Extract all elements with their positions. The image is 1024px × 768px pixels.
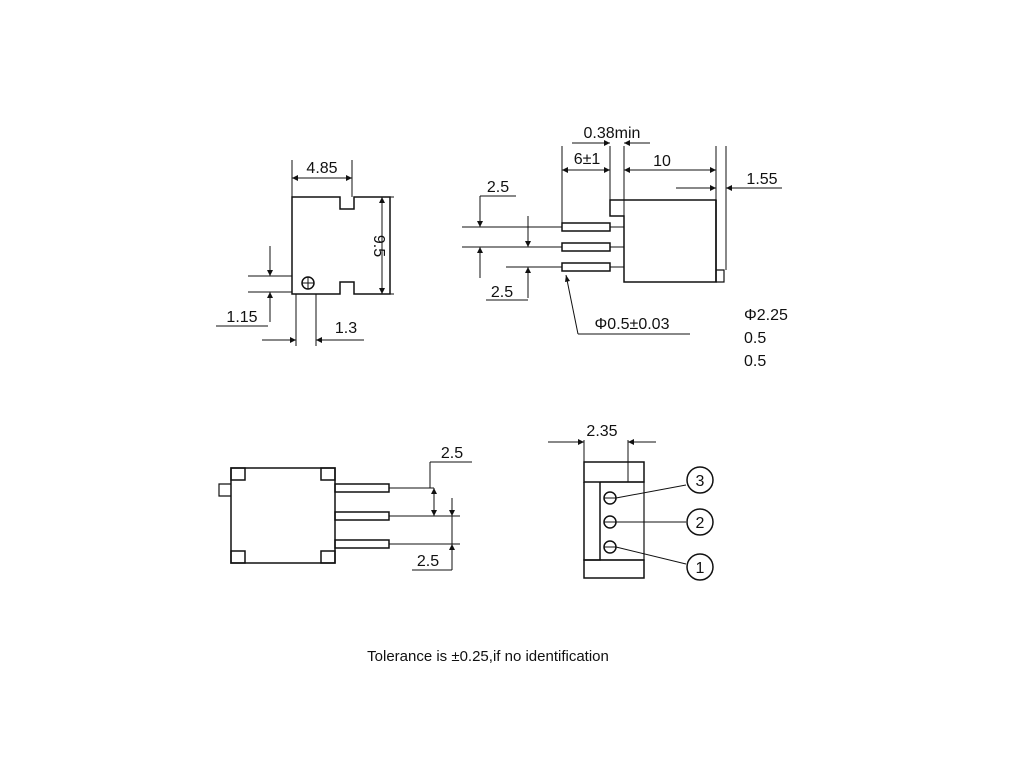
end-top-block	[583, 461, 645, 483]
pin-label-circle-1	[686, 553, 714, 581]
side-hole-diameter-label: Φ2.25	[744, 307, 788, 324]
side-pin-bottom	[561, 262, 611, 272]
side-pitch-bottom-label: 2.5	[491, 284, 513, 301]
end-bottom-block	[583, 559, 645, 579]
pin-number-1: 1	[696, 560, 705, 577]
side-body-outline	[609, 199, 717, 283]
pin-label-circle-2	[686, 508, 714, 536]
side-body-length-label: 10	[653, 153, 671, 170]
side-pin-top	[561, 222, 611, 232]
pin-number-3: 3	[696, 473, 705, 490]
side-pin-length-label: 6±1	[574, 151, 601, 168]
front-offset-vertical-label: 1.15	[226, 309, 257, 326]
top-pin-1	[334, 483, 390, 493]
side-clearance-label: 0.38min	[584, 125, 641, 142]
side-extra-label-1: 0.5	[744, 330, 766, 347]
pin-number-2: 2	[696, 515, 705, 532]
end-view	[548, 439, 714, 581]
end-width-label: 2.35	[586, 423, 617, 440]
front-height-label: 9.5	[370, 235, 387, 257]
top-pin-2	[334, 511, 390, 521]
side-extra-label-2: 0.5	[744, 353, 766, 370]
tolerance-note: Tolerance is ±0.25,if no identification	[367, 648, 609, 665]
pin-label-circle-3	[686, 466, 714, 494]
side-pitch-top-label: 2.5	[487, 179, 509, 196]
top-pitch-top-label: 2.5	[441, 445, 463, 462]
top-view	[218, 461, 472, 571]
front-view	[216, 160, 394, 346]
front-offset-horizontal-label: 1.3	[335, 320, 357, 337]
side-pin-diameter-label: Φ0.5±0.03	[595, 316, 670, 333]
top-pin-3	[334, 539, 390, 549]
side-pin-middle	[561, 242, 611, 252]
top-pitch-bottom-label: 2.5	[417, 553, 439, 570]
side-thickness-label: 1.55	[746, 171, 777, 188]
top-body-outline	[230, 467, 336, 564]
front-width-label: 4.85	[306, 160, 337, 177]
side-view	[462, 140, 782, 335]
